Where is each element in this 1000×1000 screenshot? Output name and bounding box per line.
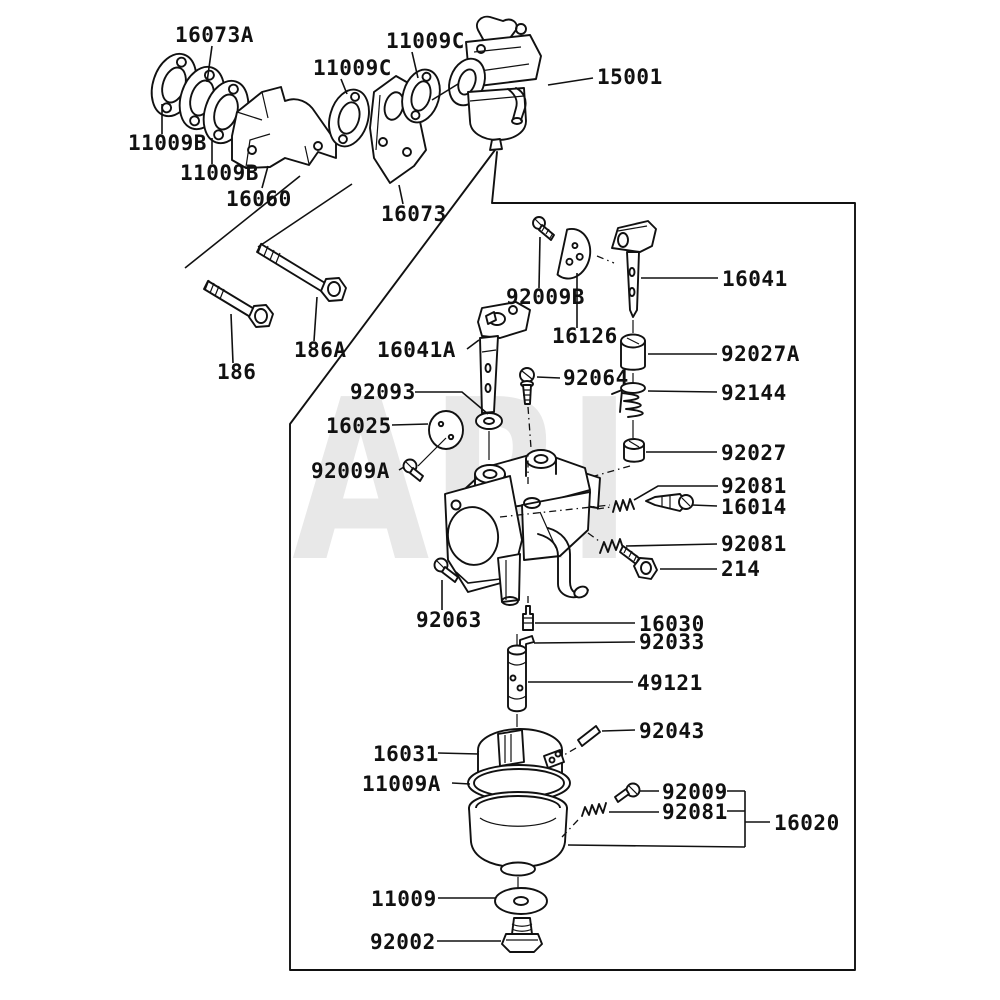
cap-92027A [620, 333, 646, 384]
label-16031: 16031 [373, 742, 439, 766]
label-11009C-right: 11009C [386, 29, 465, 53]
label-92093: 92093 [350, 380, 416, 404]
gasket-11009C-left [328, 88, 370, 148]
label-186A: 186A [294, 338, 347, 362]
label-186: 186 [217, 360, 256, 384]
manifold-16060 [231, 86, 337, 169]
cap-92027 [623, 438, 645, 463]
label-11009A: 11009A [362, 772, 441, 796]
label-16020: 16020 [774, 811, 840, 835]
label-92081-mid: 92081 [721, 532, 787, 556]
label-92027A: 92027A [721, 342, 800, 366]
screw-92063 [433, 557, 501, 584]
label-11009: 11009 [371, 887, 437, 911]
bolt-186A [256, 242, 347, 302]
label-92063: 92063 [416, 608, 482, 632]
label-214: 214 [721, 557, 760, 581]
label-92009B: 92009B [506, 285, 585, 309]
needle-16030 [522, 596, 534, 631]
carburetor-body [444, 449, 611, 606]
throttle-shaft-16041A [477, 301, 531, 414]
spring-92144 [611, 382, 646, 438]
fit-line-92027 [576, 465, 631, 482]
label-92009A: 92009A [311, 459, 390, 483]
label-92064: 92064 [563, 366, 629, 390]
assembly-guide-lines [184, 83, 459, 269]
leader-lines [161, 45, 718, 942]
label-16060: 16060 [226, 187, 292, 211]
label-11009C-left: 11009C [313, 56, 392, 80]
label-92081-top: 92081 [721, 474, 787, 498]
label-92043: 92043 [639, 719, 705, 743]
choke-shaft-16041 [611, 220, 657, 333]
label-92002: 92002 [370, 930, 436, 954]
label-16126: 16126 [552, 324, 618, 348]
float-49121 [507, 634, 527, 727]
detail-box-outline [289, 149, 856, 971]
label-16073A: 16073A [175, 23, 254, 47]
label-92081-bowl: 92081 [662, 800, 728, 824]
detail-box [289, 149, 856, 971]
spring-92081-bowl [561, 802, 607, 838]
screw-92064 [519, 367, 535, 449]
label-92027: 92027 [721, 441, 787, 465]
label-92144: 92144 [721, 381, 787, 405]
label-16041: 16041 [722, 267, 788, 291]
label-16073: 16073 [381, 202, 447, 226]
float-bowl-16020 [468, 791, 568, 888]
label-16014: 16014 [721, 495, 787, 519]
float-pin-92043 [556, 725, 601, 760]
bracket-16020 [567, 790, 770, 848]
screw-92009B [532, 216, 555, 241]
screw-92009A [402, 458, 424, 482]
label-92009: 92009 [662, 780, 728, 804]
label-49121: 49121 [637, 671, 703, 695]
label-11009B-2: 11009B [180, 161, 259, 185]
label-16030: 16030 [639, 612, 705, 636]
label-15001: 15001 [597, 65, 663, 89]
label-16025: 16025 [326, 414, 392, 438]
spring-92081-mid [587, 532, 624, 554]
screw-92009 [614, 782, 641, 803]
bolt-186 [203, 279, 274, 328]
spring-92081-top [596, 498, 635, 513]
jet-16014 [645, 493, 694, 512]
fit-line-16126 [596, 255, 615, 264]
label-92033: 92033 [639, 630, 705, 654]
label-11009B-1: 11009B [128, 131, 207, 155]
label-16041A: 16041A [377, 338, 456, 362]
choke-plate-16126 [556, 228, 592, 280]
plate-16025 [417, 410, 464, 467]
carburetor-assembly-15001 [448, 15, 542, 151]
bolt-92002 [501, 917, 543, 953]
washer-92093 [475, 412, 503, 460]
washer-11009 [494, 887, 548, 915]
screw-214 [619, 545, 658, 580]
gasket-11009C-right [401, 68, 441, 124]
part-labels: 16073A 11009C 11009C 15001 11009B 11009B… [128, 23, 840, 954]
